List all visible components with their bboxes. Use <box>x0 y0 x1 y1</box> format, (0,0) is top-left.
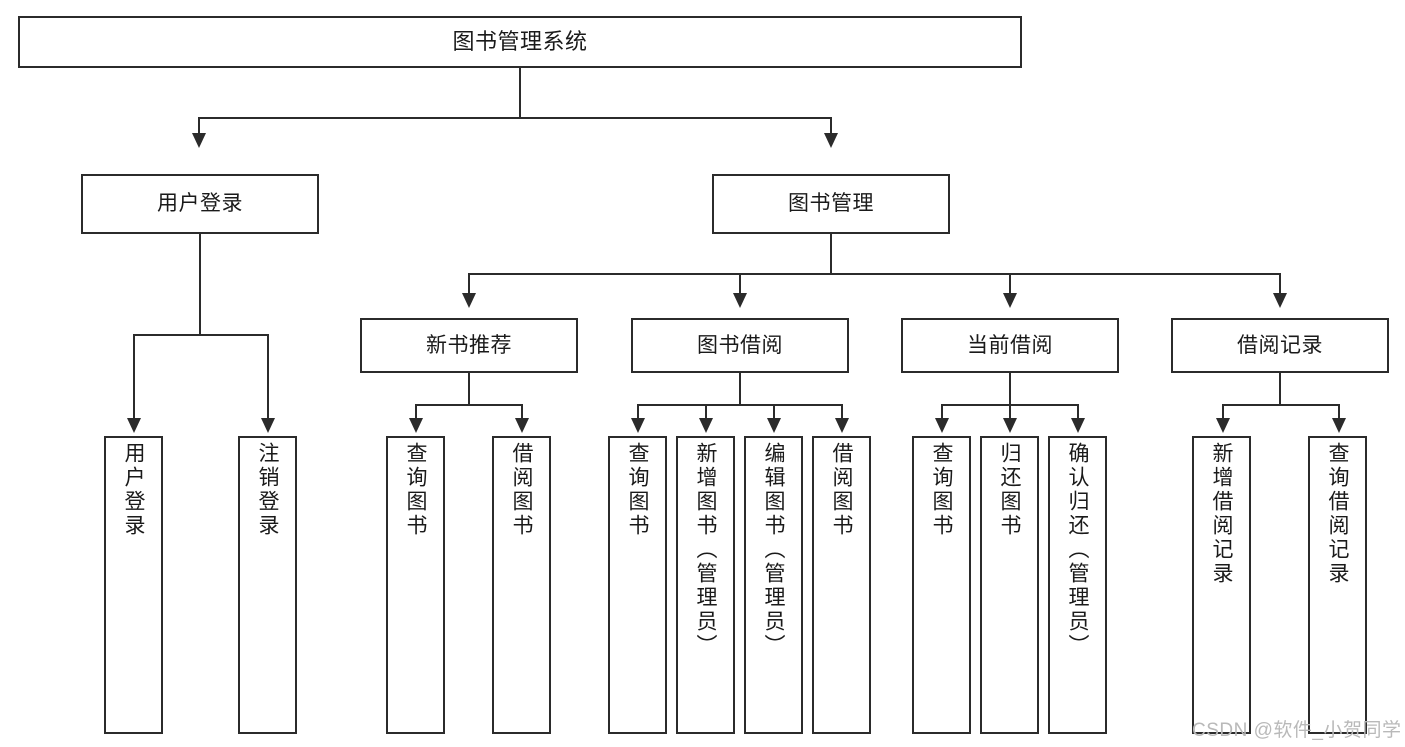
connector-root-to-book-management <box>830 117 832 135</box>
node-label: 借阅图书 <box>510 442 533 538</box>
connector-br-child-2 <box>1338 404 1340 420</box>
arrow-user-login-child-1 <box>127 418 141 433</box>
connector-root-bar <box>198 117 831 119</box>
arrow-bb-child-4 <box>835 418 849 433</box>
connector-user-login-stem <box>199 234 201 335</box>
arrow-cb-child-1 <box>935 418 949 433</box>
leaf-query-book-recommend[interactable]: 查询图书 <box>386 436 445 734</box>
arrow-root-to-book-management <box>824 133 838 148</box>
node-label: 查询图书 <box>930 442 953 538</box>
node-book-management[interactable]: 图书管理 <box>712 174 950 234</box>
connector-bm-to-current-borrow <box>1009 273 1011 295</box>
connector-br-child-1 <box>1222 404 1224 420</box>
node-label: 查询图书 <box>626 442 649 538</box>
csdn-watermark: CSDN @软件_小贺同学 <box>1192 720 1402 741</box>
leaf-user-login[interactable]: 用户登录 <box>104 436 163 734</box>
connector-user-login-bar <box>133 334 267 336</box>
arrow-new-book-child-1 <box>409 418 423 433</box>
node-label: 确认归还（管理员） <box>1066 442 1089 658</box>
leaf-return-book[interactable]: 归还图书 <box>980 436 1039 734</box>
node-root-book-management-system[interactable]: 图书管理系统 <box>18 16 1022 68</box>
connector-bb-child-1 <box>637 404 639 420</box>
connector-borrow-record-bar <box>1222 404 1338 406</box>
leaf-add-borrow-record[interactable]: 新增借阅记录 <box>1192 436 1251 734</box>
connector-cb-child-3 <box>1077 404 1079 420</box>
node-label: 图书借阅 <box>697 333 783 357</box>
connector-user-login-child-2 <box>267 334 269 420</box>
node-borrow-record[interactable]: 借阅记录 <box>1171 318 1389 373</box>
node-label: 用户登录 <box>157 192 243 216</box>
node-label: 查询图书 <box>404 442 427 538</box>
connector-cb-child-1 <box>941 404 943 420</box>
arrow-cb-child-2 <box>1003 418 1017 433</box>
connector-book-management-bar <box>468 273 1280 275</box>
arrow-bm-to-book-borrow <box>733 293 747 308</box>
arrow-bm-to-new-book <box>462 293 476 308</box>
node-book-borrow[interactable]: 图书借阅 <box>631 318 849 373</box>
node-label: 新增图书（管理员） <box>694 442 717 658</box>
connector-new-book-bar <box>415 404 522 406</box>
leaf-logout[interactable]: 注销登录 <box>238 436 297 734</box>
node-user-login[interactable]: 用户登录 <box>81 174 319 234</box>
connector-book-borrow-stem <box>739 373 741 405</box>
node-label: 新书推荐 <box>426 333 512 357</box>
node-label: 注销登录 <box>256 442 279 538</box>
leaf-query-book-current[interactable]: 查询图书 <box>912 436 971 734</box>
node-label: 归还图书 <box>998 442 1021 538</box>
node-label: 借阅记录 <box>1237 333 1323 357</box>
connector-bm-to-borrow-record <box>1279 273 1281 295</box>
connector-book-borrow-bar <box>637 404 843 406</box>
arrow-bb-child-3 <box>767 418 781 433</box>
leaf-add-book-admin[interactable]: 新增图书（管理员） <box>676 436 735 734</box>
connector-root-to-user-login <box>198 117 200 135</box>
leaf-query-book-borrow[interactable]: 查询图书 <box>608 436 667 734</box>
arrow-cb-child-3 <box>1071 418 1085 433</box>
node-current-borrow[interactable]: 当前借阅 <box>901 318 1119 373</box>
connector-new-book-child-1 <box>415 404 417 420</box>
connector-bb-child-2 <box>705 404 707 420</box>
connector-bb-child-3 <box>773 404 775 420</box>
connector-borrow-record-stem <box>1279 373 1281 405</box>
connector-current-borrow-stem <box>1009 373 1011 405</box>
node-label: 图书管理 <box>788 192 874 216</box>
leaf-query-borrow-record[interactable]: 查询借阅记录 <box>1308 436 1367 734</box>
connector-bb-child-4 <box>841 404 843 420</box>
connector-new-book-stem <box>468 373 470 405</box>
arrow-user-login-child-2 <box>261 418 275 433</box>
connector-new-book-child-2 <box>521 404 523 420</box>
leaf-edit-book-admin[interactable]: 编辑图书（管理员） <box>744 436 803 734</box>
leaf-confirm-return-admin[interactable]: 确认归还（管理员） <box>1048 436 1107 734</box>
node-label: 图书管理系统 <box>452 28 588 54</box>
arrow-br-child-2 <box>1332 418 1346 433</box>
connector-bm-to-new-book <box>468 273 470 295</box>
arrow-br-child-1 <box>1216 418 1230 433</box>
connector-book-management-stem <box>830 234 832 274</box>
node-label: 当前借阅 <box>967 333 1053 357</box>
node-label: 借阅图书 <box>830 442 853 538</box>
arrow-bm-to-borrow-record <box>1273 293 1287 308</box>
node-label: 用户登录 <box>122 442 145 538</box>
arrow-bb-child-2 <box>699 418 713 433</box>
arrow-bm-to-current-borrow <box>1003 293 1017 308</box>
arrow-new-book-child-2 <box>515 418 529 433</box>
connector-root-stem <box>519 68 521 118</box>
node-label: 新增借阅记录 <box>1210 442 1233 586</box>
connector-bm-to-book-borrow <box>739 273 741 295</box>
connector-cb-child-2 <box>1009 404 1011 420</box>
arrow-bb-child-1 <box>631 418 645 433</box>
leaf-borrow-book-recommend[interactable]: 借阅图书 <box>492 436 551 734</box>
arrow-root-to-user-login <box>192 133 206 148</box>
connector-user-login-child-1 <box>133 334 135 420</box>
leaf-borrow-book[interactable]: 借阅图书 <box>812 436 871 734</box>
node-label: 查询借阅记录 <box>1326 442 1349 586</box>
node-label: 编辑图书（管理员） <box>762 442 785 658</box>
node-new-book-recommend[interactable]: 新书推荐 <box>360 318 578 373</box>
